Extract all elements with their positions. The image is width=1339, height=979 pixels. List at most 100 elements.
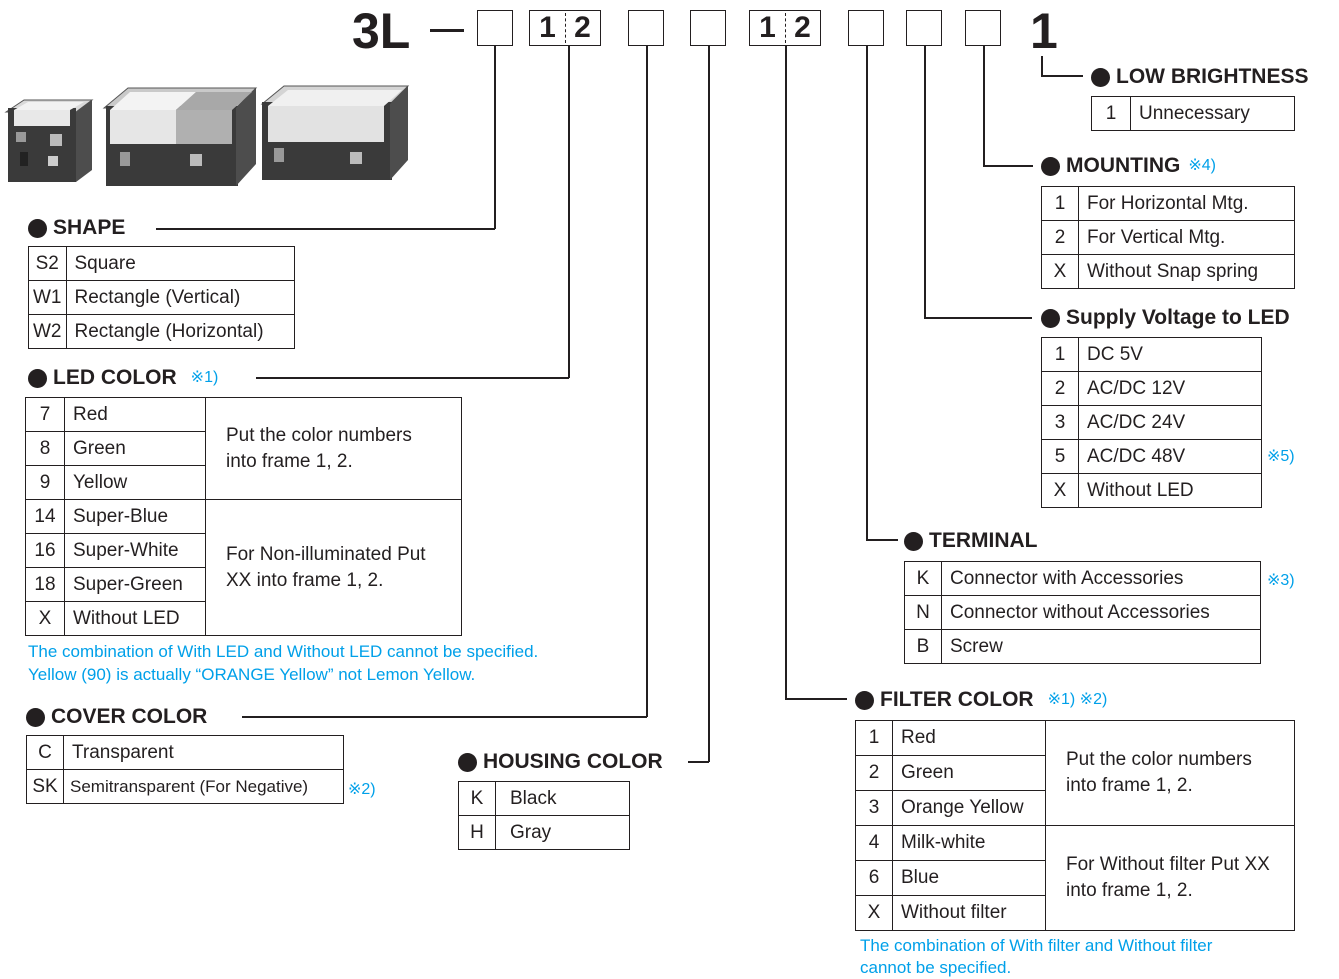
label-cell: Transparent [63,735,344,770]
label-cell: Semitransparent (For Negative) [63,769,344,804]
frame-led-color: 1 2 [529,10,601,46]
frame-digit-2: 2 [794,11,811,44]
label-cell: For Horizontal Mtg. [1078,186,1295,221]
label-cell: Black [495,781,630,816]
code-cell: S2 [28,246,67,281]
note-ref: ※1) ※2) [1047,691,1108,708]
led-color-title: LED COLOR ※1) [28,366,218,390]
code-cell: X [1041,473,1079,508]
led-footnote-1: The combination of With LED and Without … [28,642,539,661]
code-cell: C [26,735,64,770]
label-cell: Orange Yellow [892,790,1046,826]
frame-mounting [965,10,1001,46]
code-cell: 7 [25,397,65,432]
code-cell: X [25,601,65,636]
housing-color-title: HOUSING COLOR [458,750,663,774]
frame-filter-color: 1 2 [749,10,821,46]
label-cell: Blue [892,860,1046,896]
frame-digit-1: 1 [759,11,776,44]
led-merged-note-1: Put the color numbers into frame 1, 2. [205,397,462,500]
section-label: LED COLOR [53,366,177,389]
frame-low-brightness-value: 1 [1030,3,1058,59]
code-cell: X [855,895,893,931]
label-cell: AC/DC 24V [1078,405,1262,440]
label-cell: For Vertical Mtg. [1078,220,1295,255]
label-cell: Without filter [892,895,1046,931]
led-color-table: 7 Red Put the color numbers into frame 1… [25,397,462,636]
square-switch-image [4,99,94,182]
section-label: SHAPE [53,216,126,239]
filter-footnote-2: cannot be specified. [860,958,1012,977]
label-cell: Super-Green [64,567,206,602]
label-cell: Yellow [64,465,206,500]
section-label: FILTER COLOR [880,688,1034,711]
note-ref: ※1) [190,369,219,386]
rectangle-vertical-switch-image [102,87,258,186]
frame-digit-1: 1 [539,11,556,44]
code-cell: 8 [25,431,65,466]
bullet-icon [28,368,47,388]
code-cell: N [904,595,942,630]
code-cell: SK [26,769,64,804]
table-row: 4 Milk-white For Without filter Put XX i… [855,825,1295,931]
code-cell: 1 [1041,337,1079,372]
code-cell: 3 [855,790,893,826]
filter-color-table: 1 Red Put the color numbers into frame 1… [855,720,1295,931]
code-cell: 14 [25,499,65,534]
code-cell: B [904,629,942,664]
label-cell: Green [64,431,206,466]
label-cell: Gray [495,815,630,850]
section-label: Supply Voltage to LED [1066,306,1290,329]
terminal-note: ※3) [1267,572,1295,589]
code-cell: K [458,781,496,816]
filter-color-title: FILTER COLOR ※1) ※2) [855,688,1107,712]
filter-merged-note-2: For Without filter Put XX into frame 1, … [1045,825,1295,931]
label-cell: Unnecessary [1130,96,1295,131]
label-cell: Rectangle (Vertical) [65,280,295,315]
filter-merged-note-1: Put the color numbers into frame 1, 2. [1045,720,1295,826]
bullet-icon [26,707,45,727]
code-cell: 16 [25,533,65,568]
bullet-icon [1041,308,1060,328]
label-cell: Without LED [1078,473,1262,508]
section-label: HOUSING COLOR [483,750,663,773]
code-cell: X [1041,254,1079,289]
bullet-icon [855,690,874,710]
label-cell: Screw [941,629,1261,664]
section-label: LOW BRIGHTNESS [1116,65,1309,88]
product-photo [4,85,410,186]
shape-title: SHAPE [28,216,125,240]
supply-voltage-note: ※5) [1267,448,1295,465]
cover-color-title: COVER COLOR [26,705,207,729]
model-prefix: 3L [352,3,411,59]
code-cell: 1 [1041,186,1079,221]
label-cell: Milk-white [892,825,1046,861]
code-cell: 2 [1041,220,1079,255]
code-cell: H [458,815,496,850]
label-cell: Connector without Accessories [941,595,1261,630]
code-cell: W2 [28,314,67,349]
section-label: MOUNTING [1066,154,1181,177]
bullet-icon [1091,67,1110,87]
label-cell: Red [64,397,206,432]
led-merged-note-2: For Non-illuminated Put XX into frame 1,… [205,499,462,636]
